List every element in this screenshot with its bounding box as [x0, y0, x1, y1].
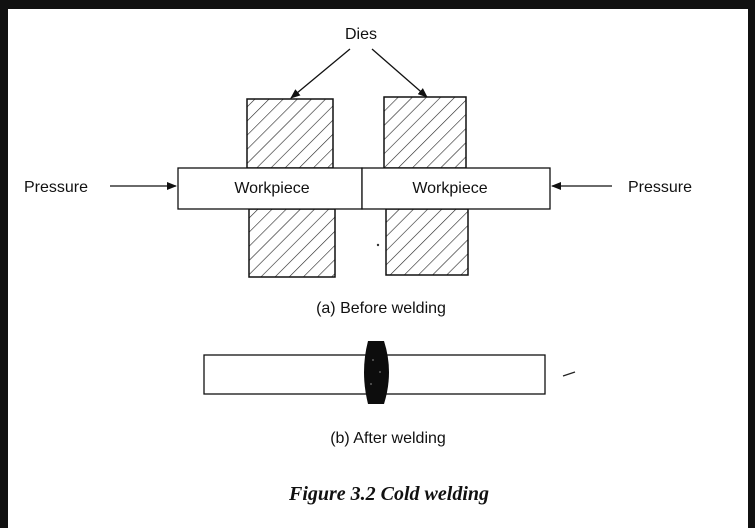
workpiece-right	[361, 167, 551, 210]
dies-arrow-left	[290, 48, 351, 99]
dies-arrow-right	[371, 48, 428, 98]
caption-before-welding: (a) Before welding	[316, 300, 446, 317]
diagram-page	[8, 9, 748, 528]
scan-mark	[562, 371, 576, 377]
figure-title: Figure 3.2 Cold welding	[288, 483, 489, 505]
workpiece-left	[177, 167, 363, 210]
caption-after-welding: (b) After welding	[330, 430, 446, 447]
pressure-left-label: Pressure	[24, 179, 88, 196]
scan-speck	[376, 243, 380, 247]
die-right	[383, 96, 469, 276]
workpiece-left-label: Workpiece	[234, 180, 309, 197]
dies-label: Dies	[345, 26, 377, 43]
weld-joint	[364, 341, 389, 404]
welded-workpiece	[203, 341, 546, 404]
workpiece-right-label: Workpiece	[412, 180, 487, 197]
pressure-right-label: Pressure	[628, 179, 692, 196]
